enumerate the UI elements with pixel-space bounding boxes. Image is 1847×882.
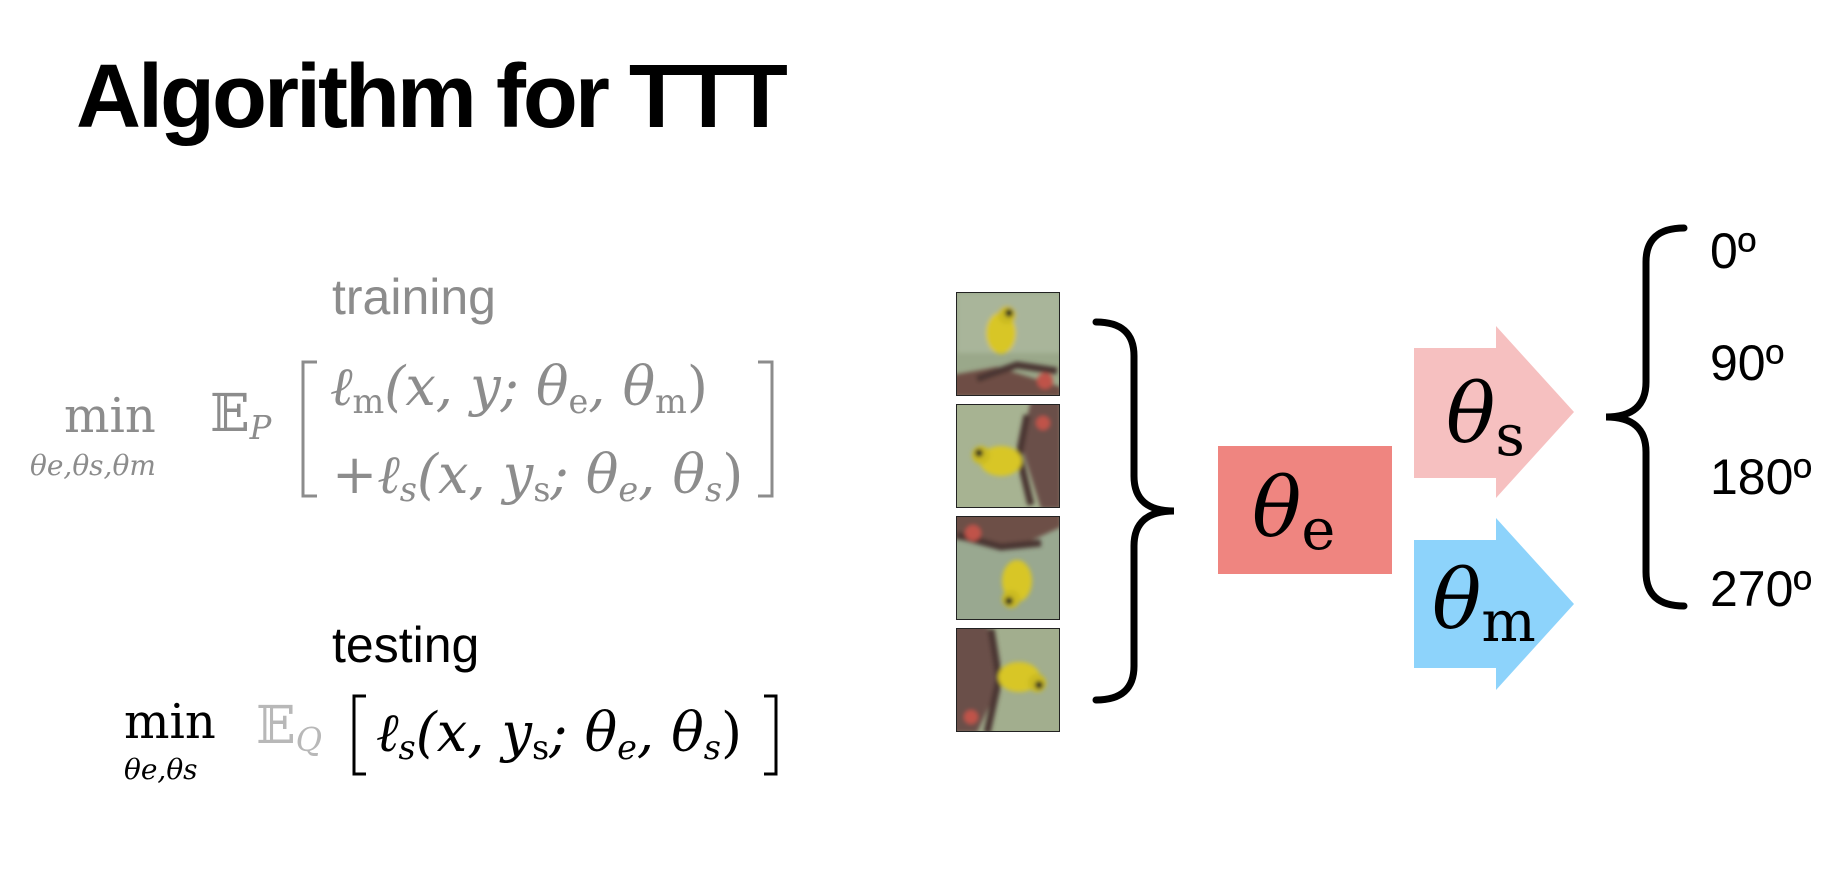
testing-left-bracket (352, 694, 366, 776)
rotation-label-270: 270º (1710, 561, 1812, 617)
ell-symbol: ℓ (376, 701, 399, 764)
theta-symbol: θ (1432, 553, 1482, 648)
testing-right-bracket (764, 694, 778, 776)
bird-image-rotation-90 (956, 404, 1060, 508)
ell-subscript: s (398, 728, 416, 768)
arg-subscript: m (655, 382, 687, 422)
encoder-symbol: θe (1252, 468, 1335, 558)
training-left-bracket (301, 360, 317, 498)
ss-head-arrow (1414, 326, 1574, 498)
bird-image-rotation-0 (956, 292, 1060, 396)
theta-symbol: θ (1446, 367, 1496, 462)
arg-subscript: e (617, 728, 637, 768)
page-title: Algorithm for TTT (76, 47, 788, 147)
arg-subscript: e (568, 382, 589, 422)
loss-args: , θ (636, 701, 704, 764)
testing-min-subscript: θe,θs (124, 753, 198, 786)
loss-args: (x, y (415, 701, 533, 764)
rotation-label-180: 180º (1710, 449, 1812, 505)
rotations-brace (1605, 224, 1688, 610)
bird-picture (957, 405, 1059, 507)
expectation-subscript: Q (295, 721, 323, 760)
bird-picture (957, 629, 1059, 731)
training-label: training (332, 269, 496, 325)
bird-image-rotation-180 (956, 516, 1060, 620)
testing-loss-ss: ℓs(x, ys; θe, θs) (376, 706, 742, 765)
training-min-subscript: θe,θs,θm (30, 449, 156, 482)
theta-subscript: e (1301, 495, 1336, 563)
bird-picture (957, 517, 1059, 619)
training-min: min (64, 388, 156, 444)
main-head-symbol: θm (1432, 560, 1536, 650)
images-brace (1092, 318, 1175, 704)
testing-label: testing (332, 617, 480, 673)
loss-args: , θ (638, 443, 706, 506)
training-right-bracket (758, 360, 774, 498)
bird-picture (957, 293, 1059, 395)
expectation-symbol: 𝔼 (210, 384, 250, 444)
loss-args: ; θ (549, 701, 618, 764)
loss-args-end: ) (722, 443, 744, 506)
ell-symbol: ℓ (377, 443, 400, 506)
training-loss-main: ℓm(x, y; θe, θm) (330, 360, 708, 419)
y-subscript: s (533, 470, 551, 510)
loss-args: ; θ (550, 443, 619, 506)
expectation-subscript: P (249, 409, 272, 448)
expectation-symbol: 𝔼 (256, 696, 296, 756)
rotation-label-0: 0º (1710, 223, 1757, 279)
plus-sign: + (332, 443, 378, 506)
main-head-arrow (1414, 518, 1574, 690)
testing-min: min (124, 694, 216, 750)
theta-symbol: θ (1252, 461, 1302, 556)
rotation-label-90: 90º (1710, 335, 1784, 391)
arg-subscript: s (705, 470, 723, 510)
loss-args-end: ) (720, 701, 743, 764)
arg-subscript: s (703, 728, 721, 768)
theta-subscript: s (1495, 401, 1525, 469)
loss-args: (x, y; θ (384, 355, 569, 418)
bird-image-rotation-270 (956, 628, 1060, 732)
ell-symbol: ℓ (330, 355, 353, 418)
encoder-box: θe (1218, 446, 1392, 574)
testing-expectation: 𝔼Q (256, 700, 322, 756)
training-loss-ss: +ℓs(x, ys; θe, θs) (332, 448, 743, 507)
ell-subscript: m (352, 382, 385, 422)
ss-head-symbol: θs (1446, 374, 1525, 464)
arg-subscript: e (618, 470, 639, 510)
loss-args-end: ) (686, 355, 708, 418)
training-expectation: 𝔼P (210, 388, 271, 444)
ell-subscript: s (399, 470, 417, 510)
loss-args: (x, y (416, 443, 534, 506)
loss-args: , θ (588, 355, 656, 418)
y-subscript: s (532, 728, 550, 768)
theta-subscript: m (1481, 587, 1536, 655)
